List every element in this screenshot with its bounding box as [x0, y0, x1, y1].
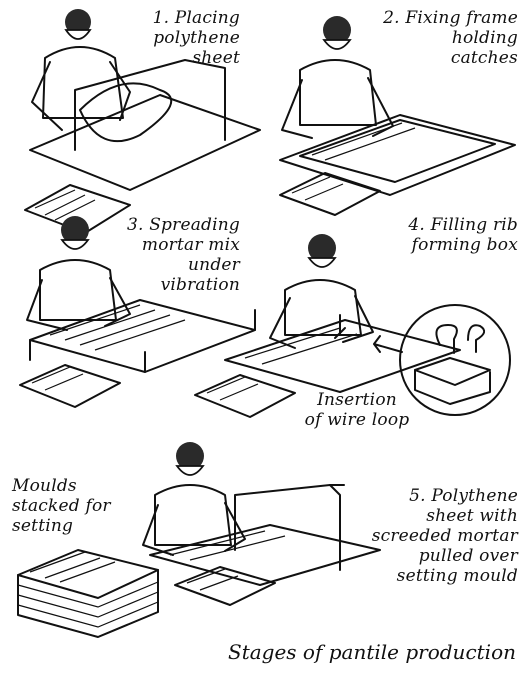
figure-caption: Stages of pantile production	[228, 640, 516, 664]
caption-wire-loop-line-2: of wire loop	[292, 410, 422, 430]
caption-stage-2: 2. Fixing frame holding catches	[383, 8, 518, 68]
caption-stage-3-line-4: vibration	[127, 275, 240, 295]
caption-stage-5-line-2: sheet with	[372, 506, 518, 526]
caption-moulds-stacked: Moulds stacked for setting	[12, 476, 111, 536]
caption-stage-5-line-3: screeded mortar	[372, 526, 518, 546]
caption-moulds-line-1: Moulds	[12, 476, 111, 496]
caption-stage-1-line-3: sheet	[153, 48, 240, 68]
caption-stage-4: 4. Filling rib forming box	[408, 215, 518, 255]
caption-stage-5-line-4: pulled over	[372, 546, 518, 566]
caption-stage-1-line-1: 1. Placing	[153, 8, 240, 28]
caption-stage-3-line-2: mortar mix	[127, 235, 240, 255]
stage-5-figure	[18, 442, 380, 637]
caption-stage-4-line-1: 4. Filling rib	[408, 215, 518, 235]
caption-stage-5-line-5: setting mould	[372, 566, 518, 586]
caption-stage-3-line-1: 3. Spreading	[127, 215, 240, 235]
caption-stage-2-line-3: catches	[383, 48, 518, 68]
caption-wire-loop-line-1: Insertion	[292, 390, 422, 410]
caption-stage-3: 3. Spreading mortar mix under vibration	[127, 215, 240, 295]
caption-stage-1-line-2: polythene	[153, 28, 240, 48]
caption-wire-loop: Insertion of wire loop	[292, 390, 422, 430]
caption-moulds-line-2: stacked for	[12, 496, 111, 516]
caption-stage-4-line-2: forming box	[408, 235, 518, 255]
caption-stage-1: 1. Placing polythene sheet	[153, 8, 240, 68]
caption-stage-3-line-3: under	[127, 255, 240, 275]
caption-stage-2-line-1: 2. Fixing frame	[383, 8, 518, 28]
caption-moulds-line-3: setting	[12, 516, 111, 536]
caption-stage-2-line-2: holding	[383, 28, 518, 48]
caption-stage-5-line-1: 5. Polythene	[372, 486, 518, 506]
caption-stage-5: 5. Polythene sheet with screeded mortar …	[372, 486, 518, 586]
